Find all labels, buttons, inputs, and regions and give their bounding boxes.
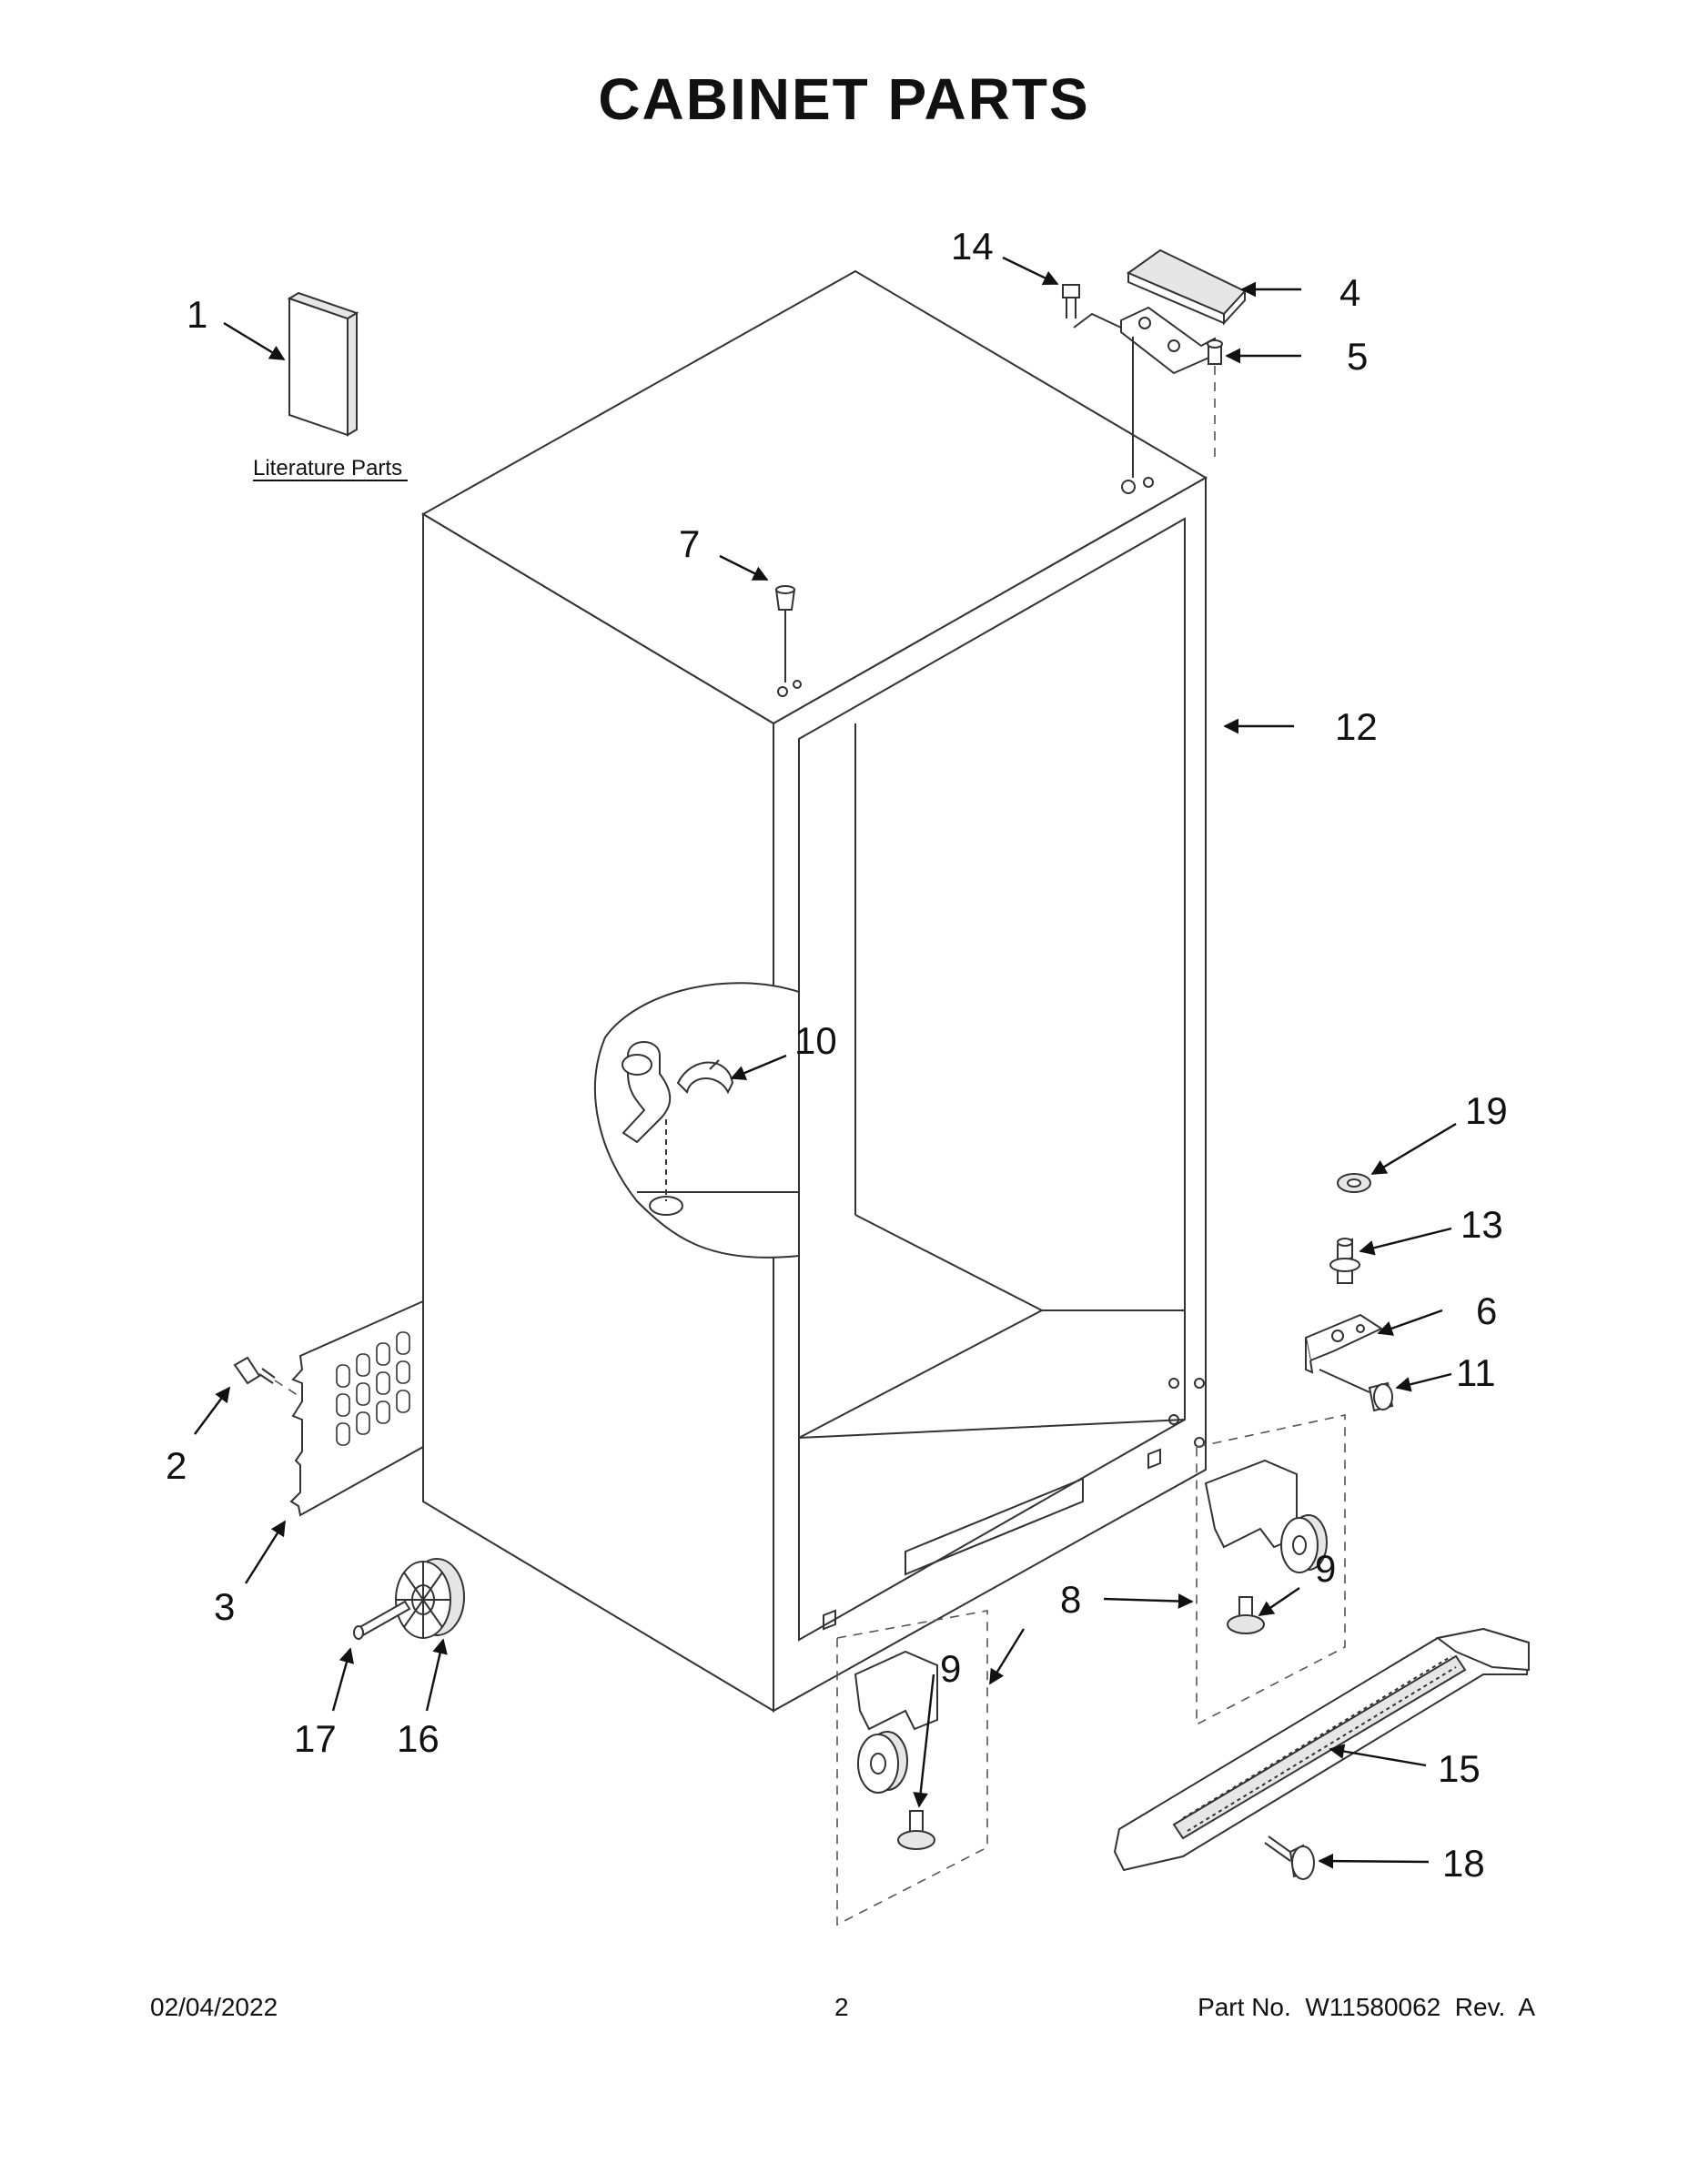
callout-5: 5 — [1347, 335, 1368, 378]
callout-8: 8 — [1060, 1578, 1081, 1621]
callout-15: 15 — [1438, 1747, 1481, 1790]
callout-19: 19 — [1465, 1089, 1508, 1132]
callout-17: 17 — [294, 1717, 337, 1760]
callout-12: 12 — [1335, 705, 1378, 748]
top-hinge-part — [1120, 306, 1223, 478]
callout-14: 14 — [951, 225, 994, 268]
callout-18: 18 — [1442, 1842, 1485, 1885]
axle-pin-part — [353, 1600, 411, 1640]
footer-part-number: Part No. W11580062 Rev. A — [1198, 1993, 1535, 2021]
callout-16: 16 — [397, 1717, 440, 1760]
footer-date: 02/04/2022 — [150, 1993, 278, 2021]
hinge-bolt-part — [1319, 1369, 1394, 1412]
bottom-hinge-part — [1304, 1313, 1384, 1374]
grille-screw-part — [1264, 1835, 1315, 1880]
callout-11: 11 — [1456, 1351, 1496, 1394]
callout-numbers: 1 2 3 4 5 6 7 8 9 9 10 11 12 13 14 15 16… — [166, 225, 1508, 1885]
literature-parts-label: Literature Parts — [253, 456, 402, 480]
shelf-pin-part — [774, 585, 796, 682]
callout-10: 10 — [794, 1019, 837, 1062]
front-leg-group-left — [836, 1610, 988, 1926]
footer-page-number: 2 — [834, 1993, 849, 2021]
callout-2: 2 — [166, 1444, 187, 1487]
drain-tube-part — [622, 1041, 734, 1144]
washer-part — [1337, 1173, 1371, 1193]
front-leg-group-right — [1196, 1414, 1346, 1726]
callout-7: 7 — [679, 522, 700, 565]
hinge-screw-part — [1062, 284, 1122, 329]
callout-3: 3 — [214, 1585, 235, 1628]
callout-9-front-right: 9 — [1315, 1547, 1336, 1590]
callout-6: 6 — [1476, 1289, 1497, 1332]
hinge-cover-part — [1126, 248, 1247, 326]
callout-4: 4 — [1339, 271, 1360, 314]
back-panel-part — [233, 1299, 424, 1517]
callout-9-front-left: 9 — [940, 1647, 961, 1690]
callout-1: 1 — [187, 293, 207, 336]
hinge-pin-part — [1329, 1238, 1360, 1284]
wheel-part — [395, 1558, 465, 1639]
vent-slots — [336, 1331, 410, 1446]
literature-part: Literature Parts — [253, 291, 408, 481]
toe-grille-part — [1113, 1627, 1531, 1872]
callout-13: 13 — [1461, 1203, 1503, 1246]
cabinet-body — [421, 269, 1208, 1713]
leader-arrows — [194, 256, 1457, 1869]
page-title: CABINET PARTS — [598, 66, 1090, 132]
